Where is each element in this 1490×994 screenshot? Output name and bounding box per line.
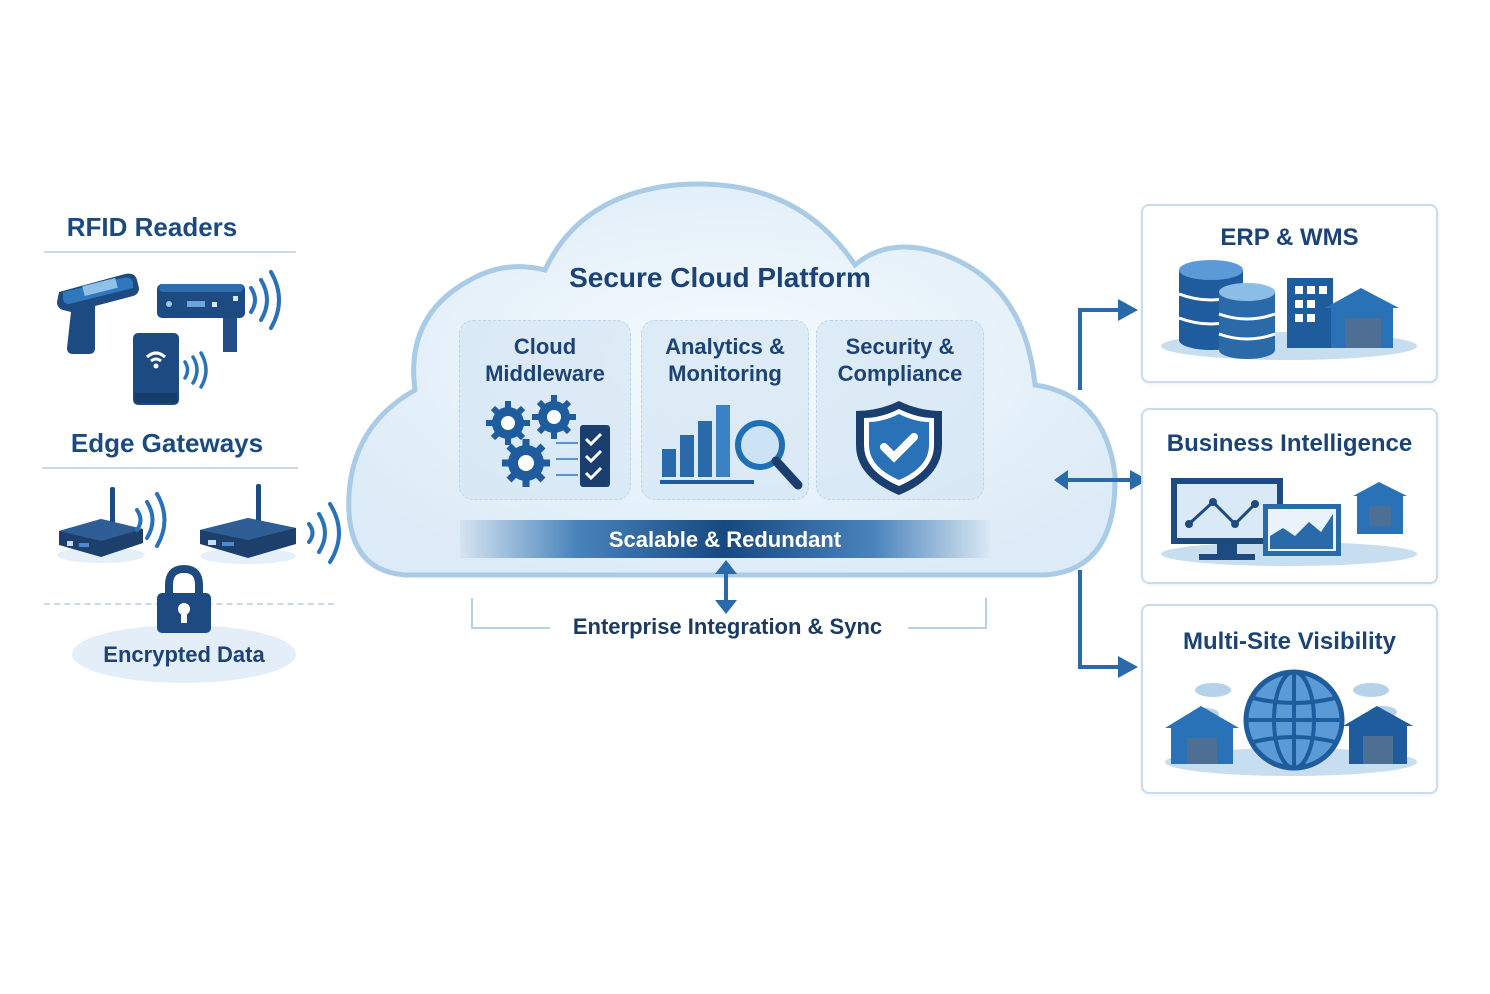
card-title: ERP & WMS: [1220, 224, 1359, 251]
integration-bracket: [471, 598, 987, 629]
gears-checklist-icon: [486, 395, 610, 487]
cloud-title: Secure Cloud Platform: [569, 262, 871, 293]
banner-label: Scalable & Redundant: [608, 527, 842, 552]
globe-warehouses-icon: [1165, 669, 1417, 776]
shield-check-icon: [856, 401, 942, 495]
panel-title-line1: Security &: [845, 334, 955, 359]
database-building-warehouse-icon: [1161, 260, 1417, 360]
edge-gateway-device-icon: [57, 487, 145, 563]
card-title: Multi-Site Visibility: [1183, 628, 1396, 655]
card-title: Business Intelligence: [1166, 430, 1413, 457]
encrypted-data-ellipse: [72, 625, 296, 683]
panel-title-line2: Compliance: [837, 361, 963, 386]
card-erp-wms: ERP & WMS: [1141, 204, 1438, 383]
panel-cloud-middleware: Cloud Middleware: [459, 320, 631, 500]
edge-gateways-heading: Edge Gateways: [70, 428, 264, 458]
monitor-chart-warehouse-icon: [1161, 478, 1417, 566]
rfid-divider: [44, 251, 296, 253]
panel-analytics-monitoring: Analytics & Monitoring: [641, 320, 809, 500]
bidirectional-arrow-vertical-icon: [715, 560, 737, 614]
panel-title-line1: Cloud: [513, 334, 577, 359]
fixed-rfid-reader-icon: [157, 284, 245, 352]
panel-title-line2: Monitoring: [668, 361, 782, 386]
wall-rfid-reader-icon: [133, 333, 179, 405]
bar-chart-magnifier-icon: [660, 405, 803, 490]
wireless-signal-icon: [249, 270, 281, 330]
rfid-readers-heading: RFID Readers: [66, 212, 238, 242]
panel-security-compliance: Security & Compliance: [816, 320, 984, 500]
card-business-intelligence: Business Intelligence: [1141, 408, 1438, 584]
wireless-signal-icon: [135, 492, 167, 548]
enterprise-integration-label: Enterprise Integration & Sync: [572, 614, 883, 639]
wireless-signal-icon: [307, 502, 341, 564]
card-multi-site-visibility: Multi-Site Visibility: [1141, 604, 1438, 794]
edge-divider: [42, 467, 298, 469]
edge-gateway-device-icon: [200, 484, 296, 564]
handheld-rfid-scanner-icon: [57, 273, 139, 354]
connector-arrows: [1054, 299, 1148, 678]
scalable-redundant-banner: Scalable & Redundant: [460, 520, 990, 558]
padlock-icon: [157, 564, 211, 633]
wireless-signal-icon: [183, 351, 208, 389]
panel-title-line2: Middleware: [485, 361, 605, 386]
panel-title-line1: Analytics &: [665, 334, 785, 359]
encrypted-data-label: Encrypted Data: [103, 642, 265, 667]
